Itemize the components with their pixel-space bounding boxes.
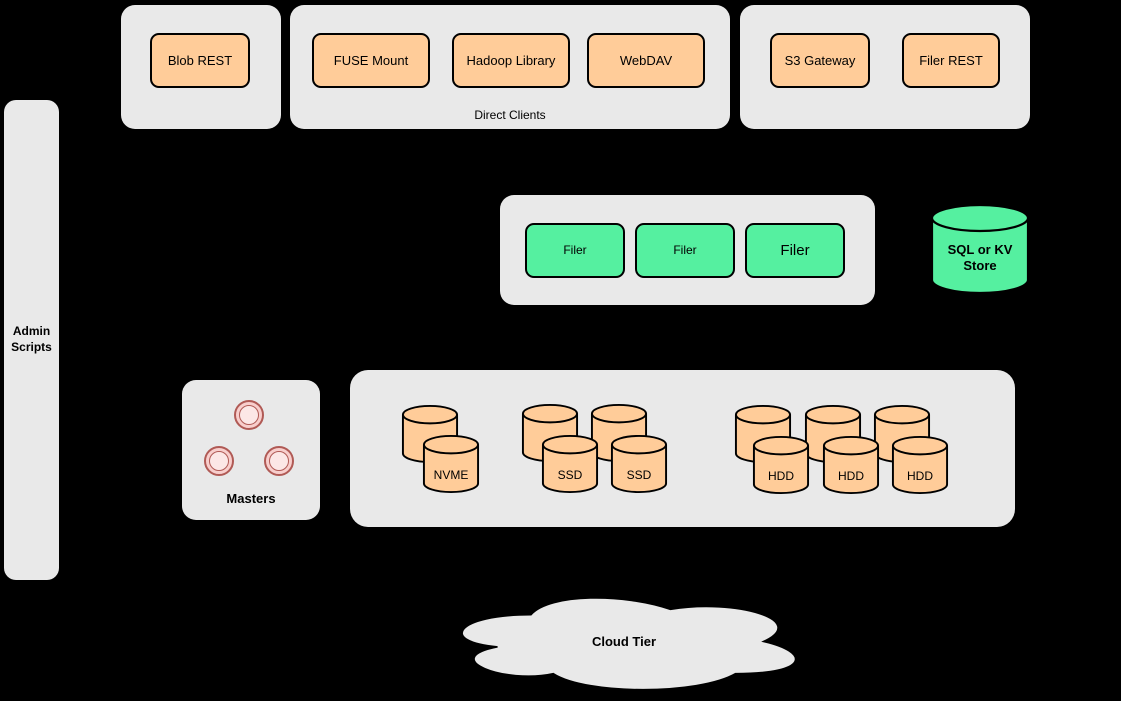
ssd-disk-cylinder: SSD	[541, 434, 599, 494]
hdd-disk-cylinder: HDD	[891, 435, 949, 495]
gateway-panel: S3 Gateway Filer REST	[740, 5, 1030, 129]
cloud-tier: Cloud Tier	[438, 588, 810, 695]
database-cylinder-icon	[930, 203, 1030, 295]
disk-cylinder-icon	[752, 435, 810, 495]
master-node-icon	[234, 400, 264, 430]
cloud-tier-label: Cloud Tier	[591, 634, 657, 649]
ssd-label: SSD	[557, 468, 583, 482]
filer-node-2: Filer	[635, 223, 735, 278]
master-node-icon	[264, 446, 294, 476]
blob-client-panel: Blob REST	[121, 5, 281, 129]
masters-label: Masters	[226, 491, 276, 506]
direct-clients-panel: FUSE Mount Hadoop Library WebDAV Direct …	[290, 5, 730, 129]
hdd-disk-cylinder: HDD	[752, 435, 810, 495]
webdav-node: WebDAV	[587, 33, 705, 88]
filer-panel: Filer Filer Filer	[500, 195, 875, 305]
admin-scripts-label: Admin Scripts	[11, 324, 52, 354]
ssd-disk-cylinder: SSD	[610, 434, 668, 494]
nvme-label: NVME	[433, 468, 469, 482]
hdd-disk-cylinder: HDD	[822, 435, 880, 495]
cloud-icon	[461, 597, 797, 691]
ssd-label: SSD	[626, 468, 652, 482]
admin-scripts-panel: Admin Scripts	[4, 100, 59, 580]
filer-node-1: Filer	[525, 223, 625, 278]
disk-cylinder-icon	[822, 435, 880, 495]
s3-gateway-node: S3 Gateway	[770, 33, 870, 88]
disk-cylinder-icon	[610, 434, 668, 494]
metadata-store-cylinder: SQL or KV Store	[930, 203, 1030, 295]
fuse-mount-node: FUSE Mount	[312, 33, 430, 88]
hdd-label: HDD	[768, 469, 794, 483]
blob-rest-node: Blob REST	[150, 33, 250, 88]
master-node-icon	[204, 446, 234, 476]
disk-cylinder-icon	[541, 434, 599, 494]
nvme-disk-cylinder: NVME	[422, 434, 480, 494]
hdd-label: HDD	[838, 469, 864, 483]
disk-cylinder-icon	[891, 435, 949, 495]
direct-clients-caption: Direct Clients	[474, 108, 546, 122]
filer-node-3: Filer	[745, 223, 845, 278]
hadoop-library-node: Hadoop Library	[452, 33, 570, 88]
volume-servers-panel: NVME SSD SSD	[350, 370, 1015, 527]
filer-rest-node: Filer REST	[902, 33, 1000, 88]
masters-panel: Masters	[182, 380, 320, 520]
disk-cylinder-icon	[422, 434, 480, 494]
metadata-store-label: SQL or KV Store	[947, 241, 1013, 273]
hdd-label: HDD	[907, 469, 933, 483]
